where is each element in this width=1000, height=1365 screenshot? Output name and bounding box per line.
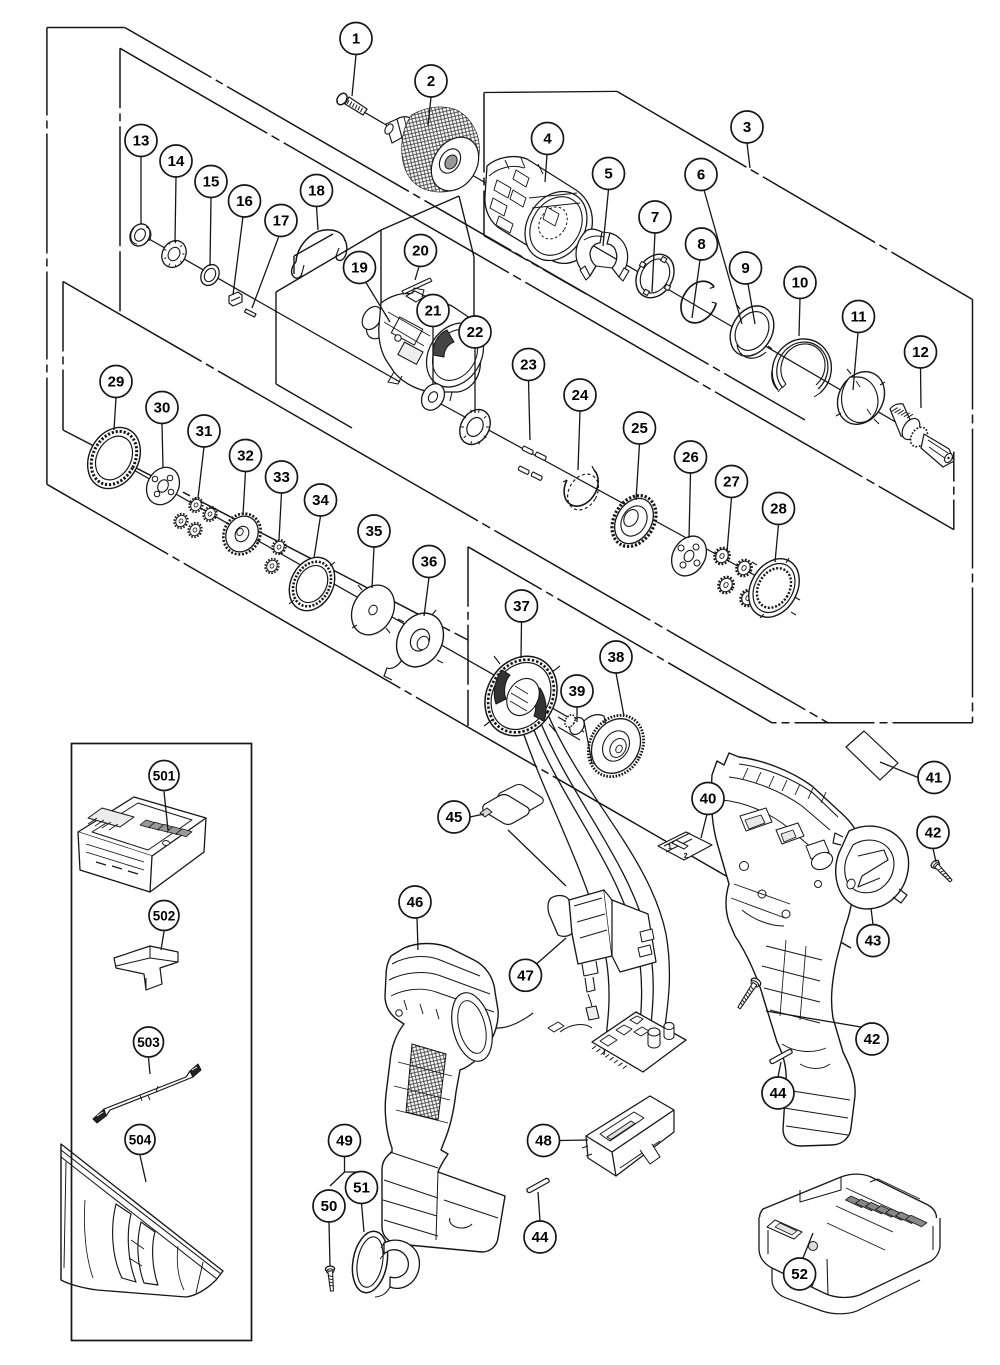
svg-text:22: 22 bbox=[467, 324, 484, 341]
svg-text:51: 51 bbox=[353, 1180, 370, 1197]
svg-text:43: 43 bbox=[865, 933, 882, 950]
svg-text:26: 26 bbox=[682, 449, 699, 466]
svg-text:7: 7 bbox=[651, 209, 659, 226]
svg-text:48: 48 bbox=[535, 1133, 552, 1150]
svg-text:15: 15 bbox=[203, 174, 220, 191]
svg-text:44: 44 bbox=[770, 1085, 787, 1102]
svg-text:36: 36 bbox=[421, 554, 438, 571]
svg-text:10: 10 bbox=[792, 275, 809, 292]
svg-text:50: 50 bbox=[321, 1198, 338, 1215]
svg-text:37: 37 bbox=[513, 598, 530, 615]
svg-text:1: 1 bbox=[352, 31, 360, 48]
svg-text:35: 35 bbox=[366, 523, 383, 540]
svg-text:32: 32 bbox=[237, 448, 254, 465]
svg-text:52: 52 bbox=[791, 1266, 808, 1283]
svg-text:25: 25 bbox=[631, 420, 648, 437]
svg-text:504: 504 bbox=[129, 1133, 152, 1148]
svg-text:23: 23 bbox=[520, 357, 537, 374]
svg-text:6: 6 bbox=[697, 167, 705, 184]
svg-text:3: 3 bbox=[743, 119, 751, 136]
svg-text:502: 502 bbox=[153, 909, 176, 924]
svg-text:19: 19 bbox=[351, 260, 368, 277]
svg-text:13: 13 bbox=[133, 133, 150, 150]
svg-text:42: 42 bbox=[864, 1031, 881, 1048]
svg-text:38: 38 bbox=[608, 649, 625, 666]
svg-text:45: 45 bbox=[446, 809, 463, 826]
svg-text:4: 4 bbox=[543, 131, 552, 148]
svg-text:44: 44 bbox=[532, 1229, 549, 1246]
svg-text:30: 30 bbox=[154, 400, 171, 417]
svg-text:24: 24 bbox=[572, 387, 589, 404]
svg-text:29: 29 bbox=[108, 374, 125, 391]
svg-text:49: 49 bbox=[336, 1133, 353, 1150]
svg-text:41: 41 bbox=[926, 770, 943, 787]
svg-text:40: 40 bbox=[700, 791, 717, 808]
svg-text:28: 28 bbox=[770, 501, 787, 518]
svg-text:17: 17 bbox=[273, 213, 290, 230]
svg-text:12: 12 bbox=[912, 344, 929, 361]
svg-text:1: 1 bbox=[667, 844, 672, 851]
svg-text:2: 2 bbox=[683, 853, 688, 860]
svg-text:8: 8 bbox=[697, 236, 705, 253]
svg-text:42: 42 bbox=[925, 825, 942, 842]
svg-text:33: 33 bbox=[273, 469, 290, 486]
svg-text:503: 503 bbox=[137, 1035, 160, 1050]
svg-text:34: 34 bbox=[312, 492, 329, 509]
svg-text:18: 18 bbox=[308, 183, 325, 200]
svg-text:2: 2 bbox=[427, 73, 435, 90]
svg-text:27: 27 bbox=[723, 474, 740, 491]
svg-text:5: 5 bbox=[604, 166, 612, 183]
svg-text:9: 9 bbox=[741, 260, 749, 277]
svg-text:46: 46 bbox=[407, 894, 424, 911]
svg-text:11: 11 bbox=[851, 309, 867, 326]
svg-text:47: 47 bbox=[517, 967, 534, 984]
svg-text:20: 20 bbox=[412, 243, 429, 260]
svg-text:501: 501 bbox=[153, 769, 176, 784]
svg-text:16: 16 bbox=[236, 193, 253, 210]
svg-text:31: 31 bbox=[196, 423, 213, 440]
svg-text:21: 21 bbox=[425, 303, 442, 320]
svg-text:14: 14 bbox=[168, 153, 185, 170]
svg-text:39: 39 bbox=[569, 683, 586, 700]
